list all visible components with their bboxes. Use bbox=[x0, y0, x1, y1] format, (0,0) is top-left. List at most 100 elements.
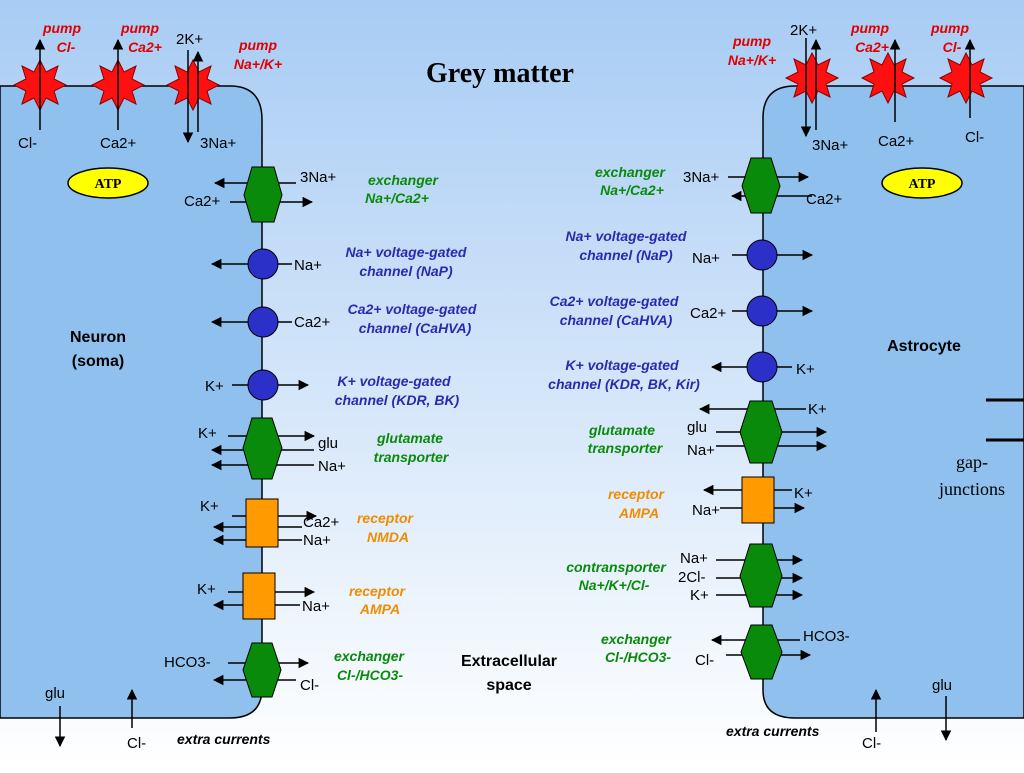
astro-kchan-ion: K+ bbox=[796, 361, 815, 378]
astro-contra-ion-na: Na+ bbox=[680, 550, 708, 567]
neuron-exch-nca-label-2: Na+/Ca2+ bbox=[365, 190, 429, 206]
neuron-ampa-ion-na: Na+ bbox=[302, 598, 330, 615]
neuron-ampa-ion-k: K+ bbox=[197, 581, 216, 598]
neuron-nap-label-1: Na+ voltage-gated bbox=[346, 244, 467, 260]
neuron-exch-clhco3-label-1: exchanger bbox=[334, 648, 406, 664]
astro-contra-label-2: Na+/K+/Cl- bbox=[579, 577, 650, 593]
astrocyte-name: Astrocyte bbox=[887, 338, 961, 355]
extracellular-label-1: Extracellular bbox=[461, 653, 557, 670]
astro-nap-label-2: channel (NaP) bbox=[579, 247, 673, 263]
neuron-pump-nak bbox=[165, 58, 221, 112]
neuron-exch-nca-label-1: exchanger bbox=[368, 172, 440, 188]
neuron-nap-label-2: channel (NaP) bbox=[359, 263, 453, 279]
astro-ampa-ion-na: Na+ bbox=[692, 502, 720, 519]
neuron-cahva-label-2: channel (CaHVA) bbox=[359, 320, 472, 336]
astro-glut-ion-glu: glu bbox=[687, 419, 707, 436]
neuron-nmda-ion-na: Na+ bbox=[303, 532, 331, 549]
astro-pump-ca bbox=[860, 51, 916, 105]
neuron-extra-currents: extra currents bbox=[177, 731, 271, 747]
astro-pump-ca-label-2: Ca2+ bbox=[855, 39, 889, 55]
astro-bottom-cl: Cl- bbox=[862, 735, 881, 752]
astrocyte-cell bbox=[762, 85, 1024, 719]
neuron-bottom-glu: glu bbox=[45, 685, 65, 702]
astro-exch-clhco3-ion-cl: Cl- bbox=[695, 652, 714, 669]
neuron-cahva-label-1: Ca2+ voltage-gated bbox=[348, 301, 477, 317]
neuron-glut-transporter-icon bbox=[242, 417, 283, 480]
astro-pump-nak bbox=[784, 51, 840, 105]
astro-extra-currents: extra currents bbox=[726, 723, 820, 739]
astro-pump-ca-label-1: pump bbox=[850, 20, 890, 36]
astro-glut-transporter-icon bbox=[739, 400, 783, 464]
neuron-glut-label-1: glutamate bbox=[376, 430, 443, 446]
astro-k-channel-icon bbox=[746, 351, 778, 383]
neuron-nmda-label-2: NMDA bbox=[367, 529, 409, 545]
gap-junctions-label-1: gap- bbox=[956, 452, 988, 472]
neuron-pump-ca-label-2: Ca2+ bbox=[128, 39, 162, 55]
neuron-pump-nak-label-2: Na+/K+ bbox=[234, 56, 282, 72]
neuron-kdr-channel-icon bbox=[247, 369, 279, 401]
astro-pump-cl-ion: Cl- bbox=[965, 129, 984, 146]
pump-star-icon bbox=[784, 51, 840, 105]
astro-contra-label-1: contransporter bbox=[566, 559, 667, 575]
astro-exch-clhco3-label-2: Cl-/HCO3- bbox=[605, 649, 671, 665]
astro-pump-nak-label-2: Na+/K+ bbox=[728, 52, 776, 68]
neuron-ampa-label-2: AMPA bbox=[359, 601, 400, 617]
astro-nap-ion: Na+ bbox=[692, 250, 720, 267]
astro-exch-nca-label-1: exchanger bbox=[595, 164, 667, 180]
astro-nap-label-1: Na+ voltage-gated bbox=[566, 228, 687, 244]
neuron-name-1: Neuron bbox=[70, 329, 126, 346]
astro-pump-cl bbox=[938, 51, 994, 105]
neuron-ampa-receptor-icon bbox=[242, 572, 276, 620]
neuron-nmda-label-1: receptor bbox=[357, 510, 415, 526]
astro-cahva-label-2: channel (CaHVA) bbox=[560, 312, 673, 328]
neuron-kdr-ion: K+ bbox=[205, 378, 224, 395]
neuron-pump-cl-ion: Cl- bbox=[18, 135, 37, 152]
astro-kchan-label-2: channel (KDR, BK, Kir) bbox=[548, 376, 700, 392]
astro-pump-cl-label-2: Cl- bbox=[943, 39, 962, 55]
astro-ampa-ion-k: K+ bbox=[794, 485, 813, 502]
astro-contra-ion-k: K+ bbox=[690, 587, 709, 604]
astro-exch-nca-ion-ca: Ca2+ bbox=[806, 191, 843, 208]
neuron-kdr-label-2: channel (KDR, BK) bbox=[335, 392, 460, 408]
astro-pump-ca-ion: Ca2+ bbox=[878, 133, 915, 150]
astro-pump-nak-label-1: pump bbox=[732, 33, 772, 49]
neuron-exch-clhco3-ion-hco3: HCO3- bbox=[164, 654, 211, 671]
astro-exchanger-clhco3-icon bbox=[740, 624, 783, 680]
astro-nap-channel-icon bbox=[746, 239, 778, 271]
gap-junctions-label-2: junctions bbox=[938, 479, 1005, 499]
neuron-pump-2k-ion: 2K+ bbox=[176, 31, 203, 48]
neuron-nmda-ion-k: K+ bbox=[200, 498, 219, 515]
astro-glut-ion-na: Na+ bbox=[687, 442, 715, 459]
astro-cahva-label-1: Ca2+ voltage-gated bbox=[550, 293, 679, 309]
astro-ampa-label-1: receptor bbox=[608, 486, 666, 502]
page-title: Grey matter bbox=[426, 58, 574, 89]
astro-cahva-channel-icon bbox=[746, 295, 778, 327]
extracellular-label-2: space bbox=[486, 677, 531, 694]
neuron-nap-channel-icon bbox=[247, 248, 279, 280]
neuron-glut-ion-glu: glu bbox=[318, 435, 338, 452]
neuron-pump-ca-label-1: pump bbox=[120, 20, 160, 36]
astro-pump-cl-label-1: pump bbox=[930, 20, 970, 36]
astro-pump-3na-ion: 3Na+ bbox=[812, 137, 849, 154]
astro-glut-label-2: transporter bbox=[588, 440, 664, 456]
neuron-exch-clhco3-label-2: Cl-/HCO3- bbox=[337, 667, 403, 683]
astro-exchanger-nca-icon bbox=[741, 157, 781, 214]
astro-kchan-label-1: K+ voltage-gated bbox=[565, 357, 679, 373]
astro-pump-2k-ion: 2K+ bbox=[790, 22, 817, 39]
neuron-pump-cl-label-1: pump bbox=[42, 20, 82, 36]
neuron-exchanger-clhco3-icon bbox=[242, 642, 282, 698]
neuron-cahva-channel-icon bbox=[247, 306, 279, 338]
neuron-nmda-receptor-icon bbox=[245, 498, 279, 548]
neuron-atp-badge bbox=[67, 167, 149, 199]
neuron-glut-ion-na: Na+ bbox=[318, 458, 346, 475]
pump-star-icon bbox=[165, 58, 221, 112]
neuron-kdr-label-1: K+ voltage-gated bbox=[337, 373, 451, 389]
astro-glut-label-1: glutamate bbox=[588, 422, 655, 438]
astro-atp-badge bbox=[881, 167, 963, 199]
neuron-exch-nca-ion-ca: Ca2+ bbox=[184, 193, 221, 210]
astro-atp-label: ATP bbox=[909, 177, 936, 192]
astro-cahva-ion: Ca2+ bbox=[690, 305, 727, 322]
astro-exch-clhco3-ion-hco3: HCO3- bbox=[803, 628, 850, 645]
